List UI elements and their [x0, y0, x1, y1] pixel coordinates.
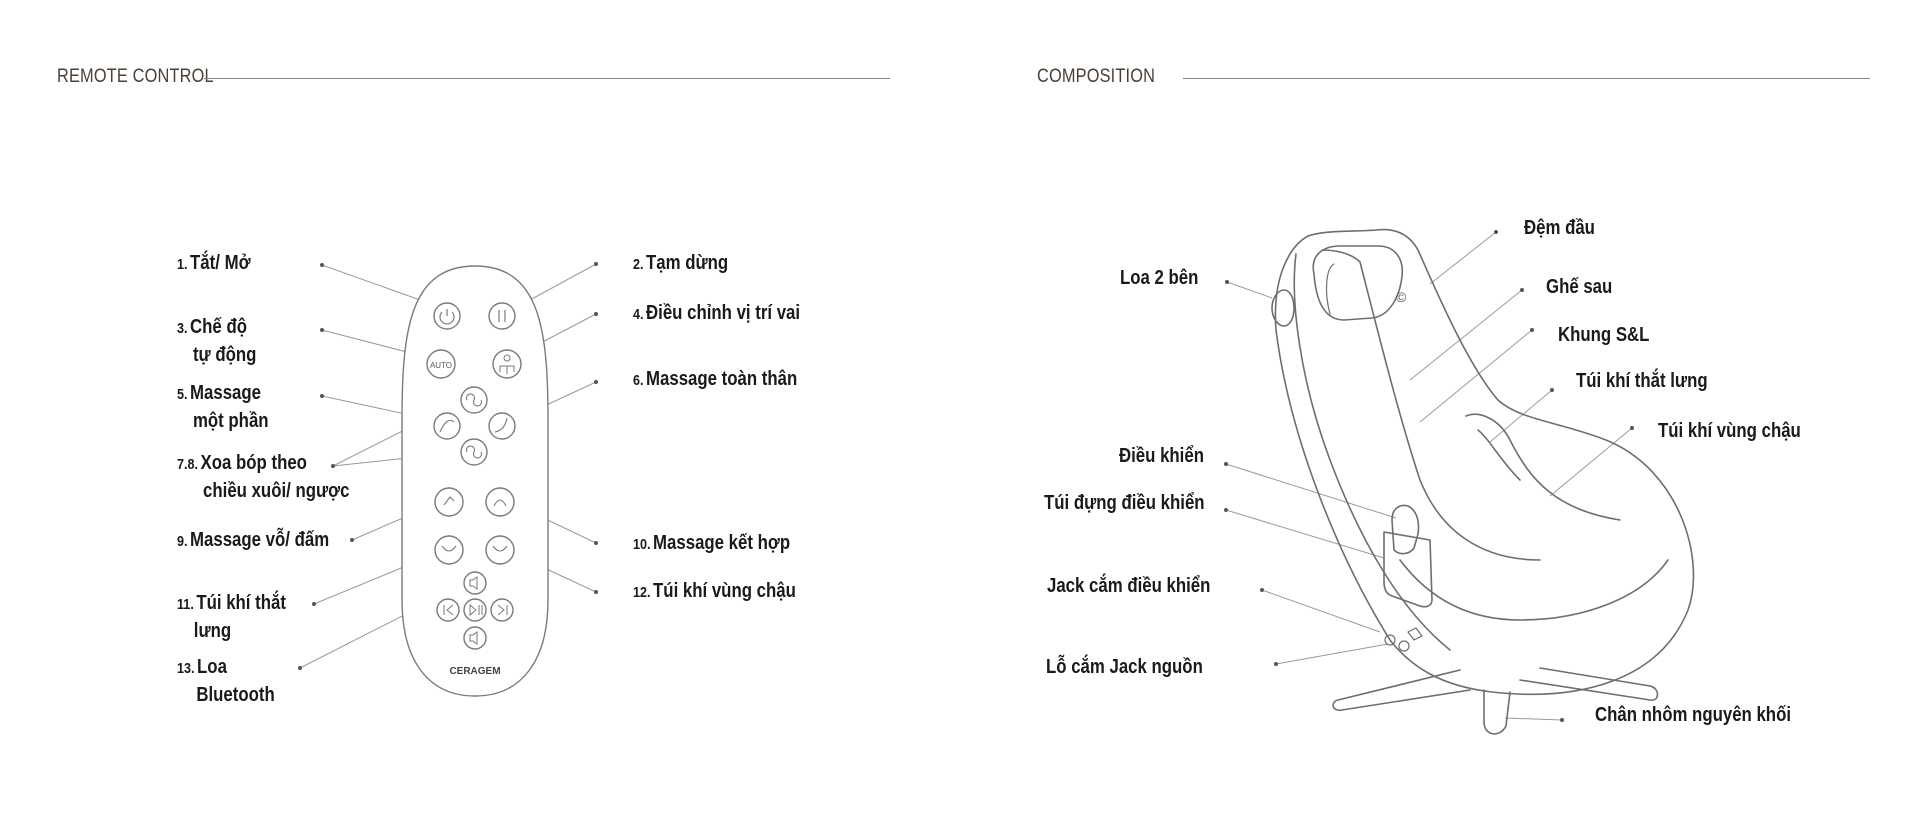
tap-button: [434, 487, 464, 517]
label-controller-jack: Jack cắm điều khiển: [1047, 575, 1211, 597]
auto-button: [426, 349, 456, 379]
massage-chair: [1271, 228, 1695, 735]
remote-body: [401, 265, 549, 697]
pelvis-air-button: [485, 535, 515, 565]
side-speaker: [1271, 289, 1295, 327]
label-auto-mode: 3.Chế độ tự động: [177, 316, 257, 366]
composition-title: COMPOSITION: [1037, 66, 1156, 87]
auto-icon: AUTO: [430, 361, 452, 370]
label-roll-direction: 7.8.Xoa bóp theo chiều xuôi/ ngược: [177, 452, 350, 502]
label-full-massage: 6.Massage toàn thân: [633, 368, 798, 390]
remote-control-rule: [204, 78, 890, 79]
roll-forward-button: [460, 386, 488, 414]
headrest: [1312, 245, 1404, 321]
composition-rule: [1183, 78, 1870, 79]
label-backrest: Ghế sau: [1546, 276, 1613, 298]
chair-base: [1332, 667, 1659, 735]
label-controller: Điều khiển: [1119, 445, 1204, 467]
shoulder-button: [492, 349, 522, 379]
label-pelvis-air: 12.Túi khí vùng chậu: [633, 580, 796, 602]
side-remote: [1391, 504, 1420, 555]
chair-shell: [1274, 228, 1695, 696]
label-bluetooth-speaker: 13.Loa Bluetooth: [177, 656, 275, 706]
combo-button: [485, 487, 515, 517]
power-button: [433, 302, 461, 330]
label-power-jack: Lỗ cắm Jack nguồn: [1046, 656, 1203, 678]
remote-brand-text: CERAGEM: [449, 666, 500, 677]
label-lumbar-air: 11.Túi khí thắt lưng: [177, 592, 286, 642]
label-pause: 2.Tạm dừng: [633, 252, 729, 274]
label-lumbar-airbag: Túi khí thắt lưng: [1576, 370, 1708, 392]
full-massage-button: [488, 412, 516, 440]
roll-reverse-button: [460, 438, 488, 466]
label-controller-pocket: Túi đựng điều khiển: [1044, 492, 1205, 514]
volume-down-button: [463, 626, 487, 650]
play-pause-button: [463, 598, 487, 622]
label-aluminum-base: Chân nhôm nguyên khối: [1595, 704, 1792, 726]
label-partial-massage: 5.Massage một phần: [177, 382, 269, 432]
pause-button: [488, 302, 516, 330]
remote-pocket: [1383, 531, 1433, 608]
label-power: 1.Tắt/ Mở: [177, 252, 251, 274]
label-side-speakers: Loa 2 bên: [1120, 267, 1199, 289]
label-frame: Khung S&L: [1558, 324, 1650, 346]
leader-dots: [298, 230, 1634, 722]
label-tap-massage: 9.Massage vỗ/ đấm: [177, 529, 330, 551]
volume-up-button: [463, 571, 487, 595]
headrest-logo-icon: ©: [1396, 289, 1407, 305]
lumbar-air-button: [434, 535, 464, 565]
label-shoulder-adjust: 4.Điều chỉnh vị trí vai: [633, 302, 801, 324]
label-headrest: Đệm đầu: [1524, 217, 1595, 239]
remote-control: [401, 265, 549, 697]
label-combo-massage: 10.Massage kết hợp: [633, 532, 791, 554]
next-button: [490, 598, 514, 622]
partial-massage-button: [433, 412, 461, 440]
label-pelvis-airbag: Túi khí vùng chậu: [1658, 420, 1801, 442]
remote-control-title: REMOTE CONTROL: [57, 66, 214, 87]
prev-button: [436, 598, 460, 622]
